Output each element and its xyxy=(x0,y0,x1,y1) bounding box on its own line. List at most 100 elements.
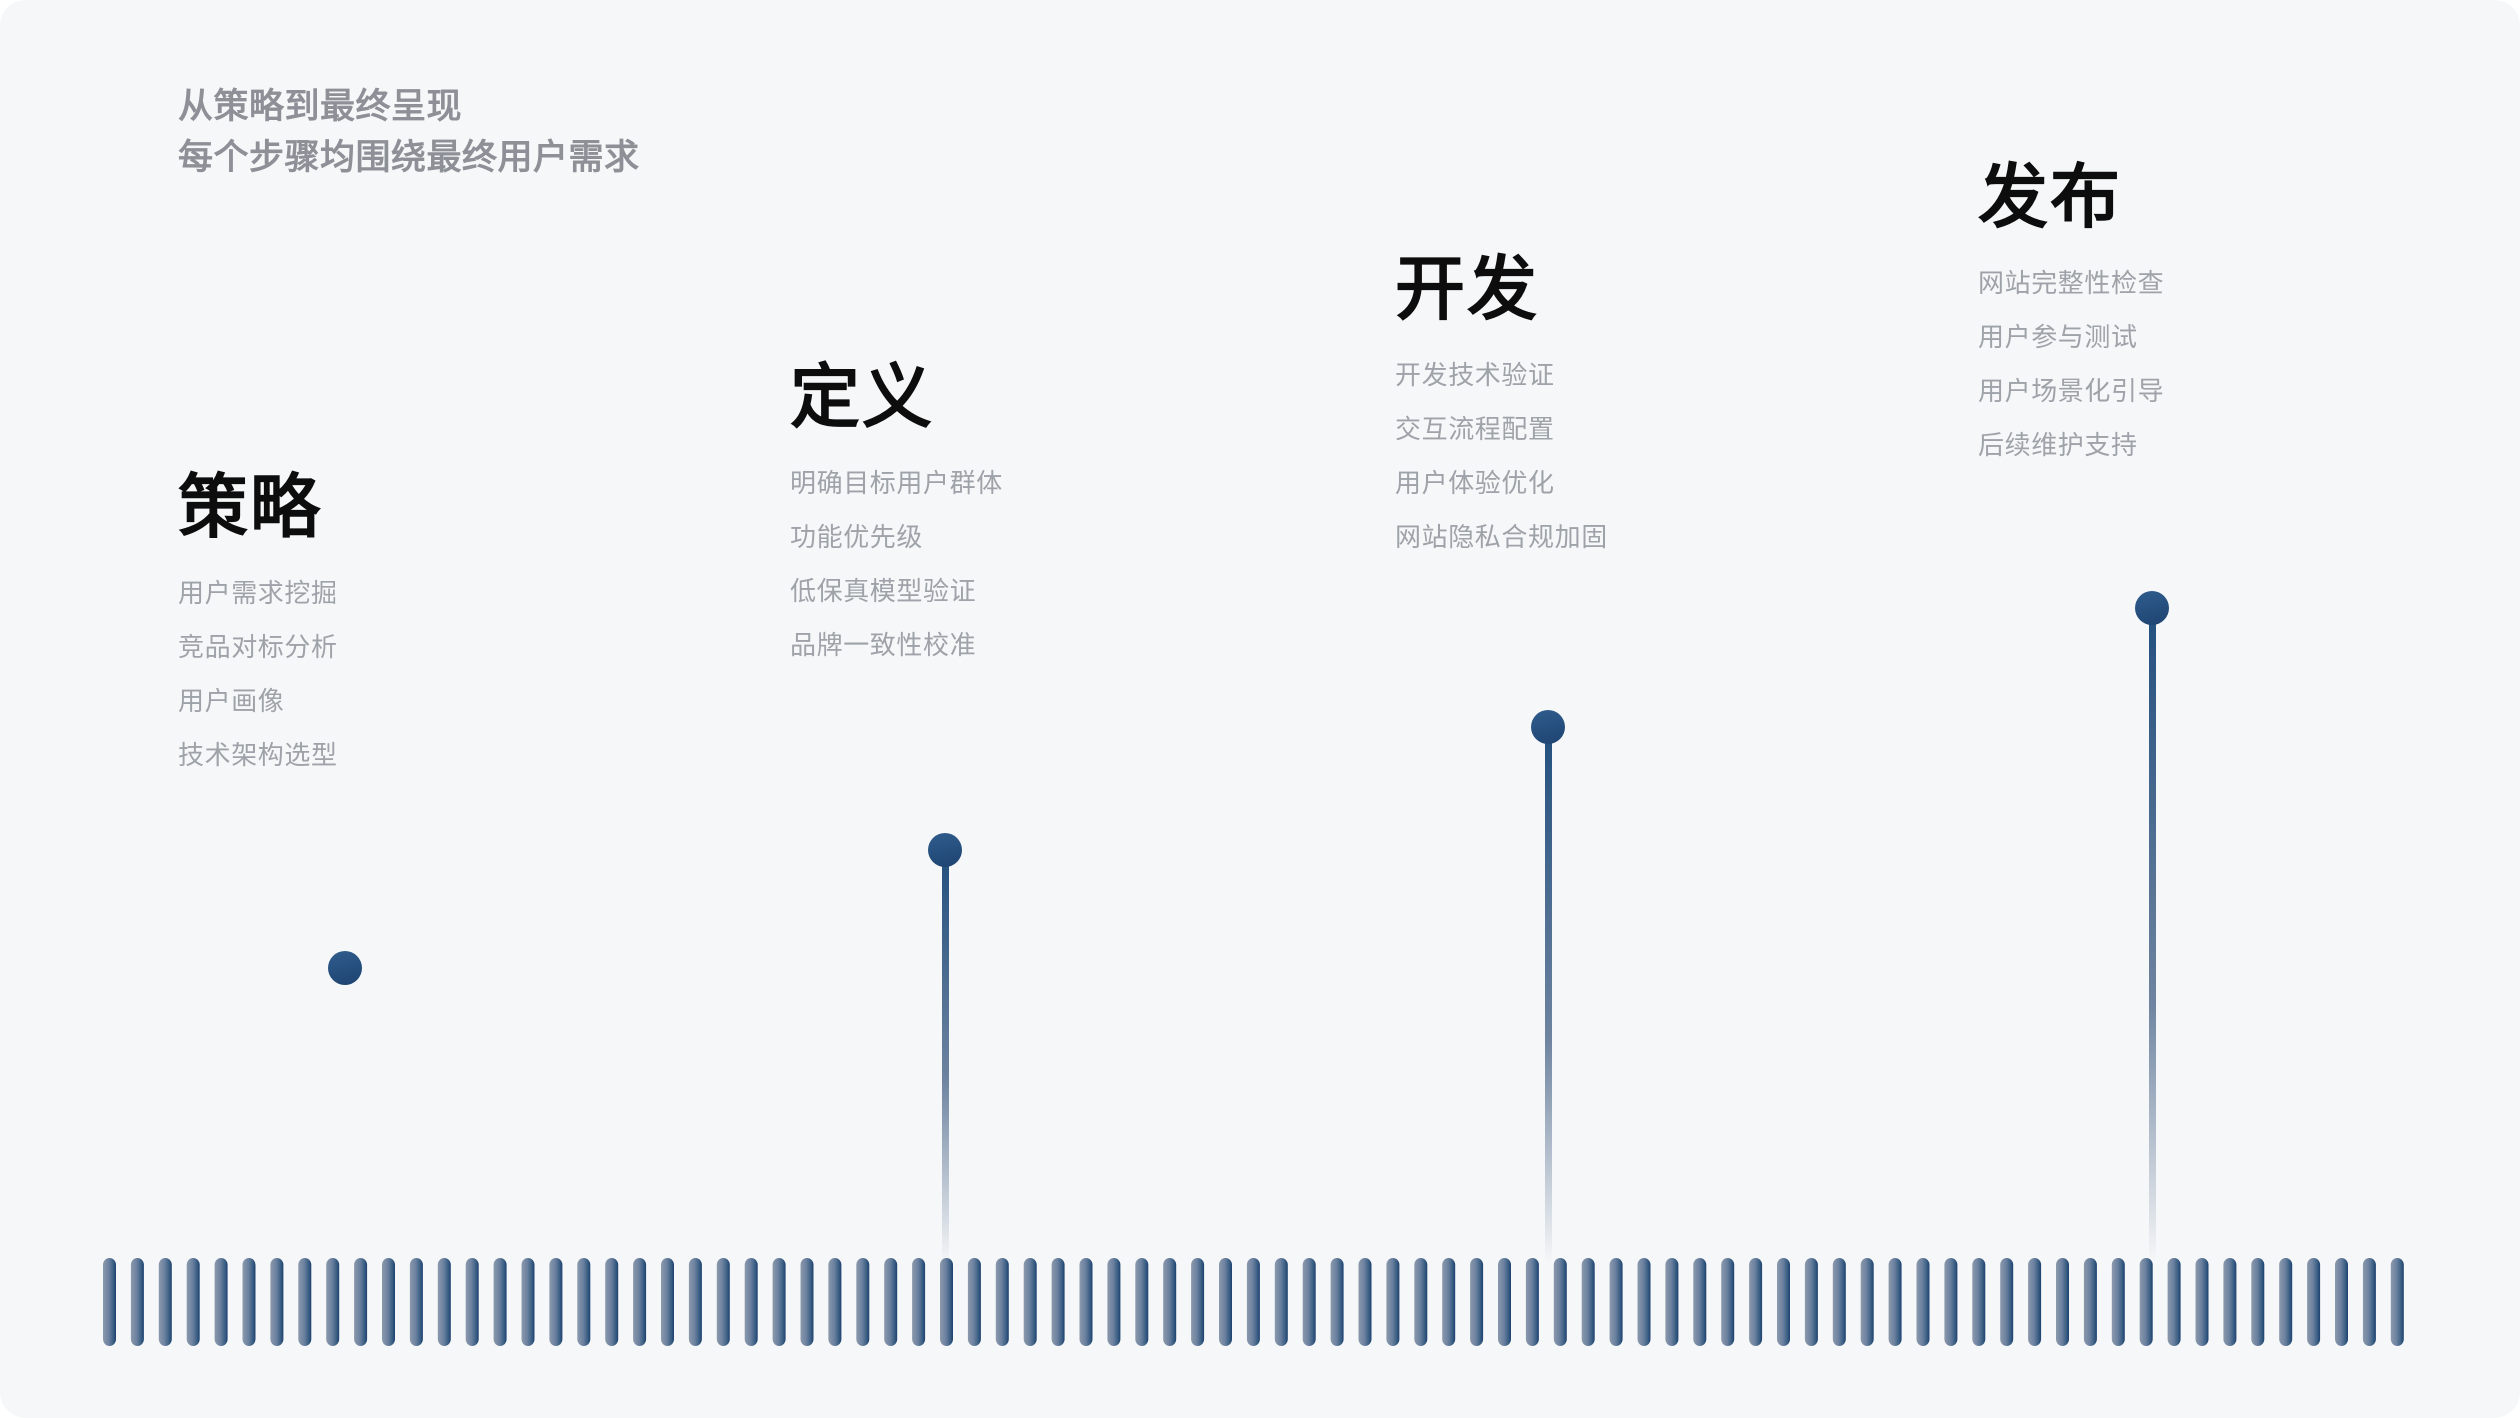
timeline-bar xyxy=(465,1258,479,1346)
timeline-bar xyxy=(1330,1258,1344,1346)
timeline-bar xyxy=(1777,1258,1790,1346)
milestone-launch[interactable]: 发布 网站完整性检查 用户参与测试 用户场景化引导 后续维护支持 xyxy=(1978,159,2438,486)
timeline-bar xyxy=(1023,1258,1037,1346)
timeline-bar xyxy=(940,1258,953,1346)
timeline-bar xyxy=(1693,1258,1707,1346)
timeline-bar xyxy=(1079,1258,1093,1346)
timeline-bar xyxy=(409,1258,423,1346)
list-item: 开发技术验证 xyxy=(1395,359,1555,390)
timeline-bar xyxy=(1414,1258,1428,1346)
timeline-bar xyxy=(214,1258,228,1346)
timeline-bar xyxy=(1804,1258,1818,1346)
timeline-bar xyxy=(2139,1258,2153,1346)
page-heading: 从策略到最终呈现 每个步骤均围绕最终用户需求 xyxy=(178,82,640,184)
timeline-bar xyxy=(716,1258,730,1346)
timeline-bar xyxy=(2083,1258,2097,1346)
timeline-bar xyxy=(1637,1258,1651,1346)
list-item: 功能优先级 xyxy=(790,521,924,552)
timeline-bar xyxy=(967,1258,981,1346)
list-item: 低保真模型验证 xyxy=(790,575,977,606)
timeline-bar xyxy=(1274,1258,1288,1346)
timeline-bar xyxy=(2000,1258,2014,1346)
milestone-define[interactable]: 定义 明确目标用户群体 功能优先级 低保真模型验证 品牌一致性校准 xyxy=(790,359,1250,686)
timeline-bar xyxy=(2279,1258,2293,1346)
timeline-bar xyxy=(577,1258,591,1346)
timeline-bar xyxy=(158,1258,172,1346)
timeline-bar xyxy=(1470,1258,1484,1346)
milestone-stem-1 xyxy=(342,975,349,1263)
timeline-bar xyxy=(2307,1258,2321,1346)
timeline-bar xyxy=(1386,1258,1400,1346)
timeline-bar xyxy=(549,1258,563,1346)
timeline-bar xyxy=(1246,1258,1260,1346)
timeline-bar xyxy=(1107,1258,1121,1346)
list-item: 网站完整性检查 xyxy=(1978,267,2165,298)
timeline-bar xyxy=(856,1258,870,1346)
timeline-bar xyxy=(2028,1258,2042,1346)
timeline-bar xyxy=(828,1258,842,1346)
timeline-bar xyxy=(493,1258,507,1346)
timeline-bar xyxy=(242,1258,256,1346)
timeline-bar xyxy=(1860,1258,1874,1346)
timeline-bar xyxy=(995,1258,1009,1346)
timeline-bar xyxy=(661,1258,674,1346)
list-item: 交互流程配置 xyxy=(1395,413,1555,444)
timeline-bar xyxy=(2390,1258,2404,1346)
timeline-bar xyxy=(2056,1258,2069,1346)
timeline-bar xyxy=(772,1258,786,1346)
list-item: 技术架构选型 xyxy=(178,739,338,770)
milestone-dot-4[interactable] xyxy=(2135,591,2169,625)
timeline-bar xyxy=(1442,1258,1456,1346)
timeline-bar xyxy=(605,1258,619,1346)
timeline-bar xyxy=(437,1258,451,1346)
list-item: 明确目标用户群体 xyxy=(790,467,1003,498)
milestone-title: 开发 xyxy=(1395,250,1539,328)
timeline-bar xyxy=(2167,1258,2181,1346)
milestone-item-list: 网站完整性检查 用户参与测试 用户场景化引导 后续维护支持 xyxy=(1978,270,2438,458)
milestone-item-list: 用户需求挖掘 竞品对标分析 用户画像 技术架构选型 xyxy=(178,580,638,768)
milestone-stem-4 xyxy=(2149,615,2156,1263)
timeline-bar xyxy=(1191,1258,1205,1346)
timeline-bar xyxy=(800,1258,814,1346)
timeline-bar xyxy=(130,1258,144,1346)
timeline-bar xyxy=(633,1258,647,1346)
timeline-bar xyxy=(1358,1258,1372,1346)
list-item: 用户需求挖掘 xyxy=(178,577,338,608)
timeline-bar xyxy=(521,1258,535,1346)
milestone-item-list: 开发技术验证 交互流程配置 用户体验优化 网站隐私合规加固 xyxy=(1395,362,1855,550)
timeline-bar xyxy=(1051,1258,1065,1346)
milestone-item-list: 明确目标用户群体 功能优先级 低保真模型验证 品牌一致性校准 xyxy=(790,470,1250,658)
heading-line-2: 每个步骤均围绕最终用户需求 xyxy=(178,137,640,177)
milestone-strategy[interactable]: 策略 用户需求挖掘 竞品对标分析 用户画像 技术架构选型 xyxy=(178,469,638,796)
timeline-bar xyxy=(1721,1258,1735,1346)
milestone-dot-2[interactable] xyxy=(928,833,962,867)
timeline-bar xyxy=(744,1258,758,1346)
timeline-bar xyxy=(2362,1258,2376,1346)
timeline-bar xyxy=(1665,1258,1679,1346)
timeline-bar-strip xyxy=(103,1258,2404,1346)
timeline-bar xyxy=(186,1258,200,1346)
timeline-bar xyxy=(1553,1258,1567,1346)
timeline-bar xyxy=(1832,1258,1846,1346)
timeline-bar xyxy=(1135,1258,1149,1346)
timeline-bar xyxy=(2223,1258,2237,1346)
list-item: 后续维护支持 xyxy=(1978,429,2138,460)
timeline-bar xyxy=(1498,1258,1511,1346)
list-item: 竞品对标分析 xyxy=(178,631,338,662)
timeline-bar xyxy=(1972,1258,1986,1346)
milestone-stem-3 xyxy=(1545,734,1552,1263)
timeline-bar xyxy=(2251,1258,2265,1346)
list-item: 用户参与测试 xyxy=(1978,321,2138,352)
timeline-bar xyxy=(912,1258,926,1346)
timeline-bar xyxy=(1749,1258,1763,1346)
milestone-dot-3[interactable] xyxy=(1531,710,1565,744)
milestone-dot-1[interactable] xyxy=(328,951,362,985)
timeline-bar xyxy=(1581,1258,1595,1346)
list-item: 网站隐私合规加固 xyxy=(1395,521,1608,552)
list-item: 用户画像 xyxy=(178,685,285,716)
timeline-bar xyxy=(103,1258,116,1346)
timeline-bar xyxy=(2195,1258,2209,1346)
list-item: 用户体验优化 xyxy=(1395,467,1555,498)
milestone-develop[interactable]: 开发 开发技术验证 交互流程配置 用户体验优化 网站隐私合规加固 xyxy=(1395,250,1855,578)
timeline-bar xyxy=(1163,1258,1177,1346)
